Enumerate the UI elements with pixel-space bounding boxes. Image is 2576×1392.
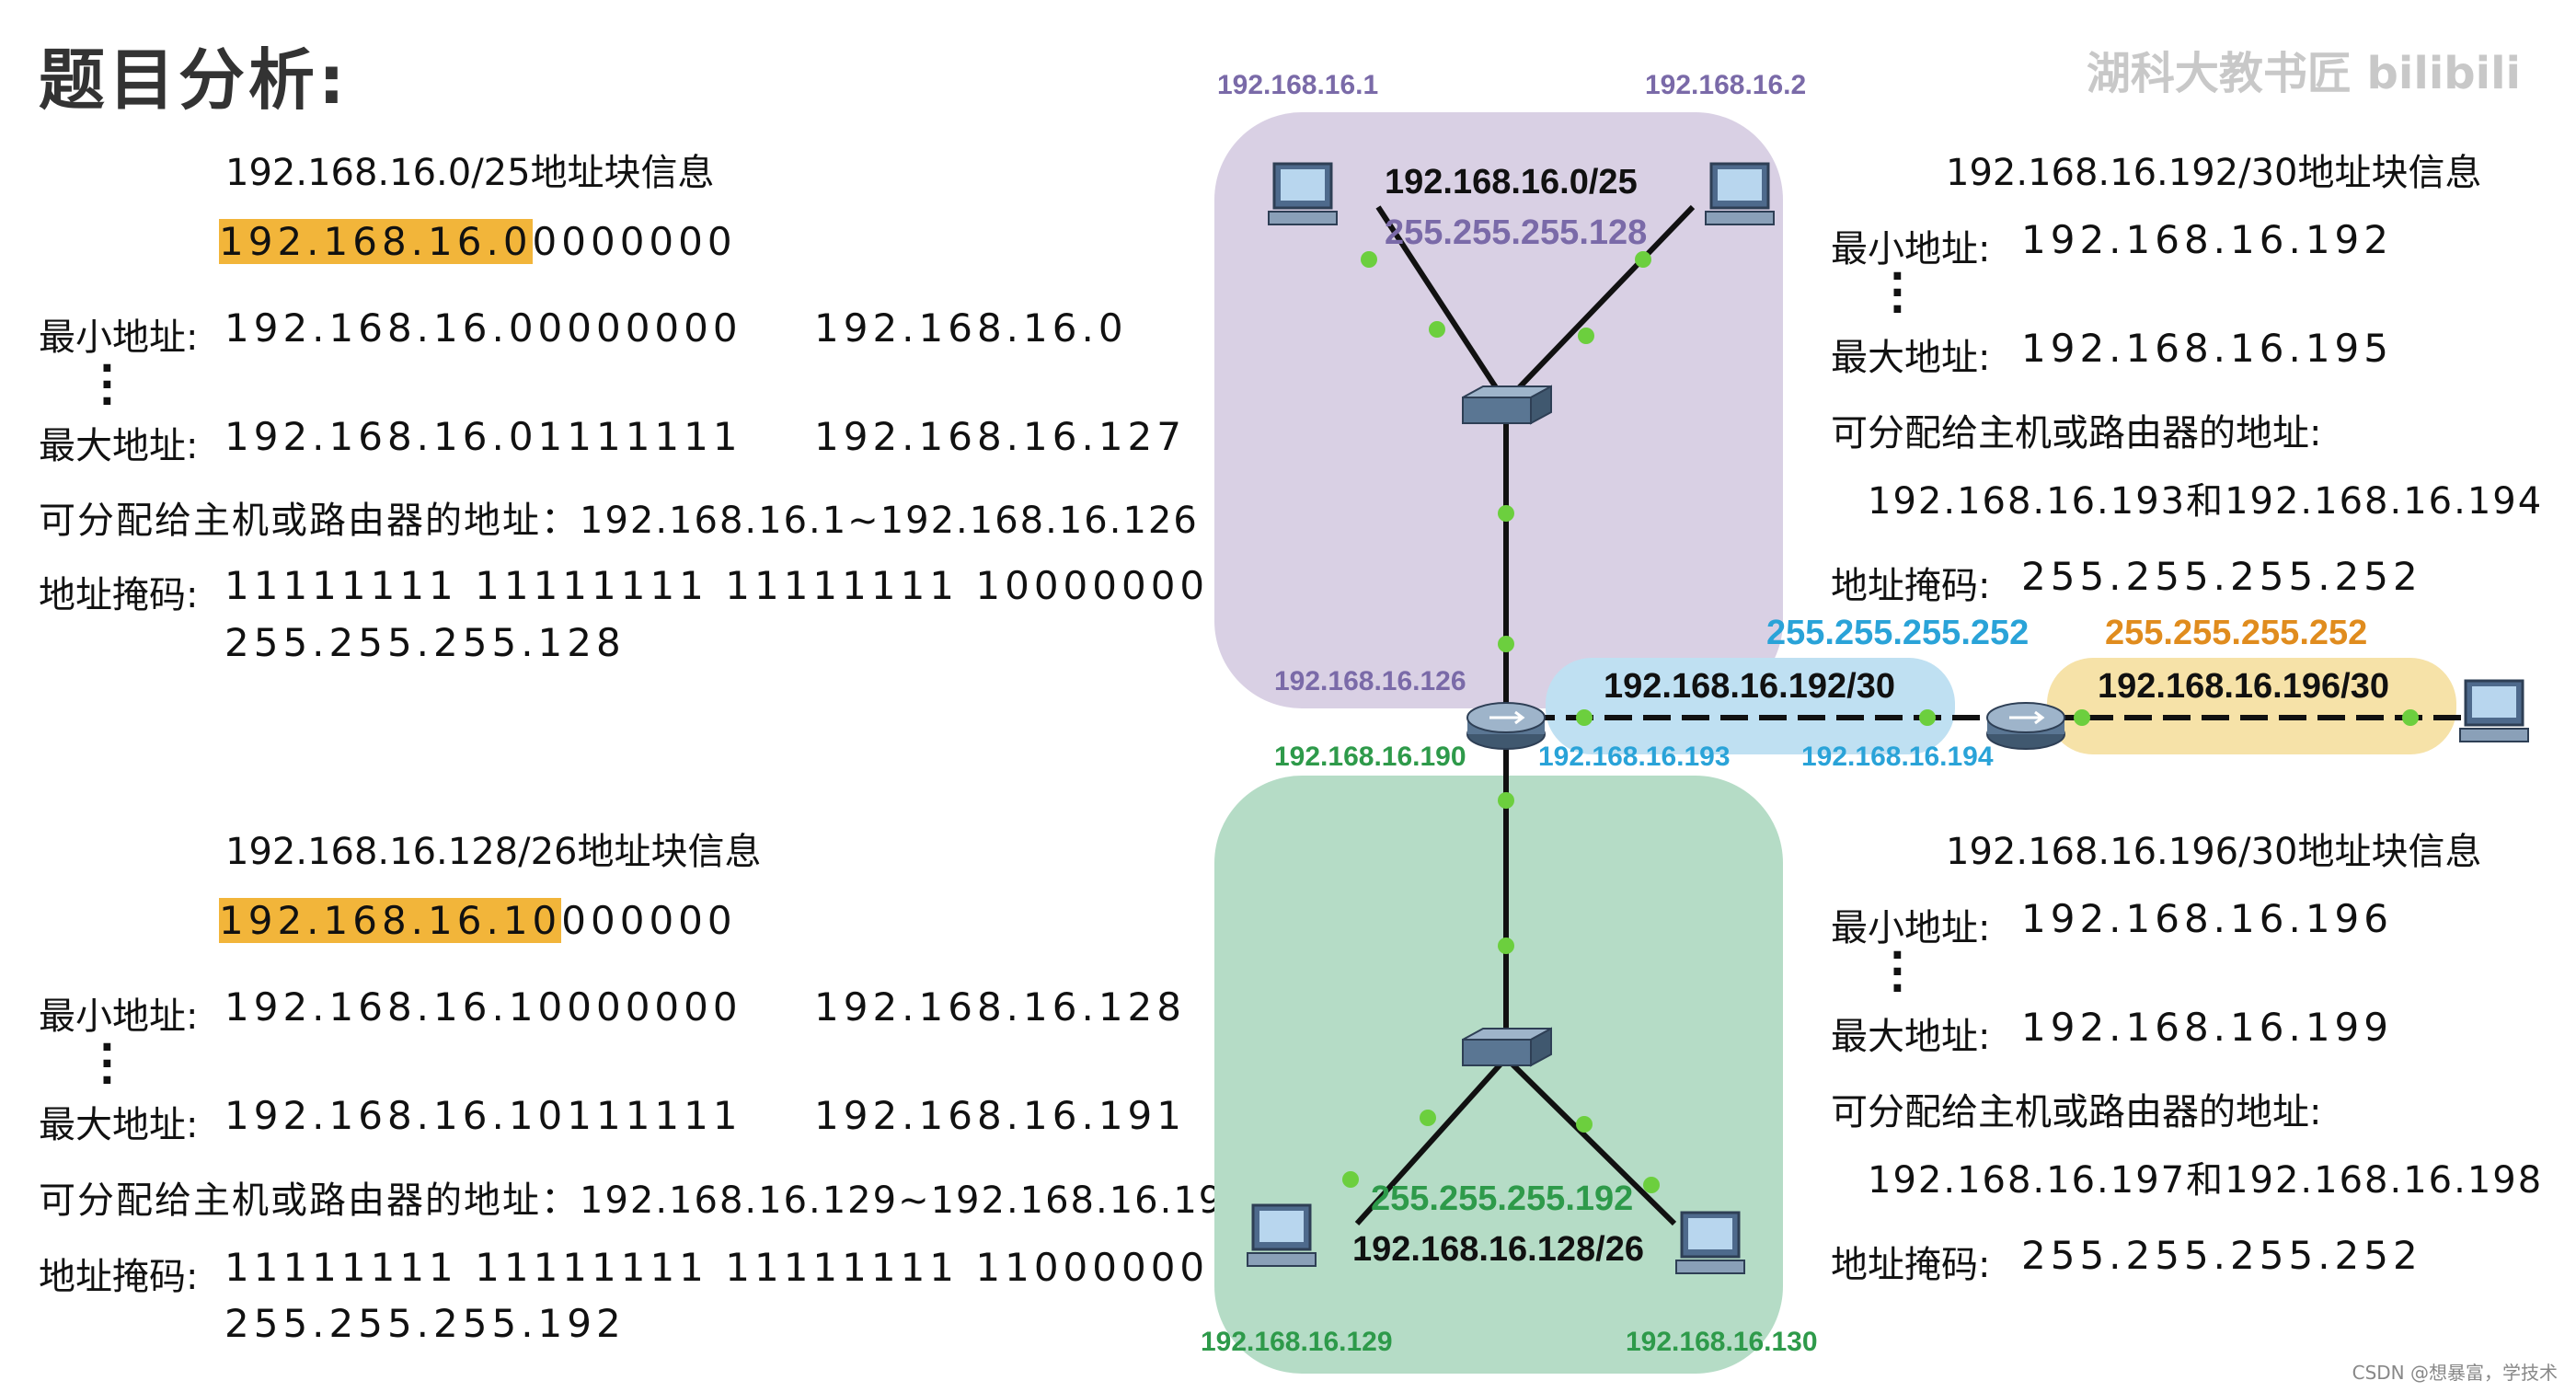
block1-min-decimal: 192.168.16.0 [814, 305, 1128, 351]
block2-max-label: 最大地址: [39, 1104, 199, 1146]
label-router1-purple-if: 192.168.16.126 [1274, 666, 1466, 696]
block2-mask-binary: 11111111 11111111 11111111 11000000 [224, 1245, 1210, 1290]
region-blue [1546, 658, 1955, 754]
block2-binary-network-part: 192.168.16.10 [219, 898, 562, 943]
link-dots [1342, 251, 2419, 1193]
label-host3-ip: 192.168.16.129 [1201, 1327, 1393, 1357]
block4-assignable: 192.168.16.197和192.168.16.198 [1868, 1159, 2544, 1202]
region-green [1214, 776, 1783, 1374]
label-blue-network: 192.168.16.192/30 [1604, 667, 1895, 706]
block1-mask-decimal: 255.255.255.128 [224, 620, 626, 665]
block1-mask-binary: 11111111 11111111 11111111 10000000 [224, 563, 1210, 608]
host-pc-icon [1705, 162, 1775, 225]
block2-mask-label: 地址掩码: [39, 1256, 199, 1298]
host-pc-icon [1247, 1203, 1317, 1267]
block3-max-label: 最大地址: [1831, 337, 1991, 379]
block1-min-binary: 192.168.16.00000000 [224, 305, 742, 351]
label-purple-network: 192.168.16.0/25 [1385, 163, 1638, 201]
block4-max-label: 最大地址: [1831, 1016, 1991, 1058]
block2-ellipsis: ··· [99, 1024, 115, 1104]
block3-min: 192.168.16.192 [2021, 217, 2393, 262]
block2-header: 192.168.16.128/26地址块信息 [225, 831, 762, 873]
label-router2-blue-if: 192.168.16.194 [1801, 742, 1994, 772]
block3-max: 192.168.16.195 [2021, 326, 2393, 371]
block2-assignable: 可分配给主机或路由器的地址：192.168.16.129~192.168.16.… [39, 1179, 1249, 1222]
block1-max-label: 最大地址: [39, 425, 199, 467]
block2-binary-host-part: 000000 [561, 898, 737, 943]
label-green-mask: 255.255.255.192 [1371, 1179, 1633, 1218]
host-pc-icon [2459, 679, 2529, 742]
block2-min-label: 最小地址: [39, 995, 199, 1038]
block1-header: 192.168.16.0/25地址块信息 [225, 152, 715, 194]
link-host2-switch1 [1504, 204, 1696, 403]
label-yellow-mask: 255.255.255.252 [2105, 614, 2367, 652]
block1-assignable: 可分配给主机或路由器的地址：192.168.16.1~192.168.16.12… [39, 500, 1199, 542]
block1-binary: 192.168.16.00000000 [219, 219, 737, 264]
label-green-network: 192.168.16.128/26 [1352, 1230, 1644, 1269]
block3-mask-label: 地址掩码: [1831, 565, 1991, 607]
credit: CSDN @想暴富，学技术 [2352, 1362, 2558, 1384]
block2-max-decimal: 192.168.16.191 [814, 1093, 1186, 1138]
label-router1-green-if: 192.168.16.190 [1274, 742, 1466, 772]
block1-binary-host-part: 0000000 [532, 219, 737, 264]
block4-mask-label: 地址掩码: [1831, 1244, 1991, 1286]
block2-min-binary: 192.168.16.10000000 [224, 984, 742, 1030]
label-host1-ip: 192.168.16.1 [1217, 70, 1378, 100]
block4-max: 192.168.16.199 [2021, 1005, 2393, 1050]
host-pc-icon [1675, 1211, 1745, 1274]
block3-min-label: 最小地址: [1831, 228, 1991, 270]
host-pc-icon [1268, 162, 1338, 225]
block3-assign-label: 可分配给主机或路由器的地址: [1831, 412, 2322, 454]
block3-assignable: 192.168.16.193和192.168.16.194 [1868, 480, 2544, 523]
block1-ellipsis: ··· [99, 345, 115, 425]
block1-min-label: 最小地址: [39, 316, 199, 359]
block3-mask: 255.255.255.252 [2021, 554, 2422, 599]
watermark: 湖科大教书匠 bilibili [2086, 48, 2521, 99]
label-router1-blue-if: 192.168.16.193 [1538, 742, 1731, 772]
router-icon [1466, 702, 1546, 750]
link-switch2-host3 [1354, 1055, 1509, 1226]
label-blue-mask: 255.255.255.252 [1766, 614, 2029, 652]
block1-mask-label: 地址掩码: [39, 574, 199, 616]
block2-min-decimal: 192.168.16.128 [814, 984, 1186, 1030]
label-yellow-network: 192.168.16.196/30 [2098, 667, 2389, 706]
block2-mask-decimal: 255.255.255.192 [224, 1301, 626, 1346]
block1-max-binary: 192.168.16.01111111 [224, 414, 742, 459]
block3-header: 192.168.16.192/30地址块信息 [1946, 152, 2482, 194]
block4-min: 192.168.16.196 [2021, 896, 2393, 941]
block4-mask: 255.255.255.252 [2021, 1233, 2422, 1278]
link-switch2-host4 [1503, 1055, 1677, 1226]
label-purple-mask: 255.255.255.128 [1385, 213, 1647, 252]
block1-binary-network-part: 192.168.16.0 [219, 219, 533, 264]
block1-max-decimal: 192.168.16.127 [814, 414, 1186, 459]
block4-min-label: 最小地址: [1831, 907, 1991, 949]
router-icon [1986, 702, 2065, 750]
label-host2-ip: 192.168.16.2 [1645, 70, 1806, 100]
block4-header: 192.168.16.196/30地址块信息 [1946, 831, 2482, 873]
block4-assign-label: 可分配给主机或路由器的地址: [1831, 1091, 2322, 1133]
switch-icon [1462, 385, 1552, 425]
page-title: 题目分析: [39, 41, 349, 119]
block2-binary: 192.168.16.10000000 [219, 898, 737, 943]
network-topology-diagram: 192.168.16.1 192.168.16.2 192.168.16.0/2… [1201, 70, 2529, 1374]
link-host1-switch1 [1375, 205, 1507, 402]
block2-max-binary: 192.168.16.10111111 [224, 1093, 742, 1138]
region-yellow [2047, 658, 2456, 754]
label-host4-ip: 192.168.16.130 [1626, 1327, 1818, 1357]
switch-icon [1462, 1027, 1552, 1067]
